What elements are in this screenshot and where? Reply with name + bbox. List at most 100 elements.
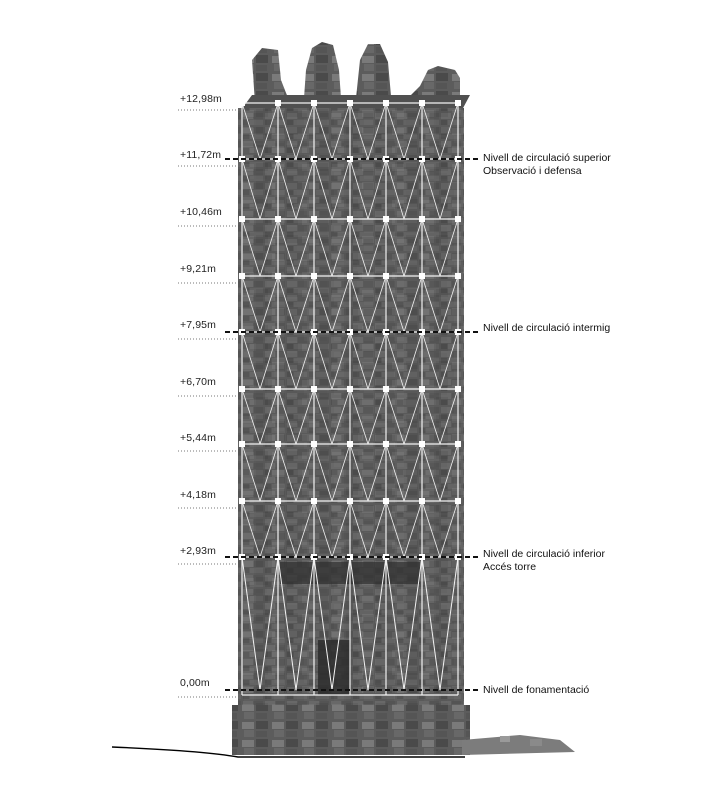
scaffold-brace-long xyxy=(367,556,387,691)
scaffold-brace xyxy=(349,331,369,390)
scaffold-brace xyxy=(385,102,405,160)
scaffold-brace xyxy=(349,158,369,220)
scaffold-brace xyxy=(259,158,279,220)
scaffold-node xyxy=(347,100,353,106)
scaffold-node xyxy=(347,273,353,279)
scaffold-brace xyxy=(295,443,315,502)
scaffold-brace xyxy=(349,388,369,445)
scaffold-brace xyxy=(385,331,405,390)
tower-wall xyxy=(232,42,575,755)
scaffold-node xyxy=(347,386,353,392)
scaffold-brace xyxy=(367,218,387,277)
elevation-label-7-95: +7,95m xyxy=(180,319,216,331)
scaffold-brace xyxy=(295,388,315,445)
scaffold-brace xyxy=(421,102,441,160)
scaffold-brace xyxy=(439,102,459,160)
scaffold-brace xyxy=(277,500,297,558)
scaffold-brace xyxy=(259,102,279,160)
scaffold-brace xyxy=(403,500,423,558)
rubble xyxy=(462,735,575,755)
scaffold-brace xyxy=(421,388,441,445)
scaffold-brace xyxy=(367,331,387,390)
scaffold-brace xyxy=(295,102,315,160)
ground-line xyxy=(111,746,465,758)
scaffold-brace xyxy=(313,275,333,333)
scaffold-brace xyxy=(277,331,297,390)
scaffold-brace xyxy=(259,331,279,390)
scaffold-brace-long xyxy=(277,556,297,691)
annotation-middle-level: Nivell de circulació intermig xyxy=(483,322,610,335)
scaffold-brace-long xyxy=(241,556,261,691)
scaffold-brace xyxy=(403,388,423,445)
scaffold-brace xyxy=(439,218,459,277)
scaffold-node xyxy=(311,273,317,279)
scaffold-brace xyxy=(313,102,333,160)
scaffold-brace xyxy=(313,500,333,558)
scaffold-brace xyxy=(385,218,405,277)
scaffold-node xyxy=(275,216,281,222)
scaffold-brace xyxy=(403,102,423,160)
scaffold-brace xyxy=(241,443,261,502)
scaffold-node xyxy=(455,498,461,504)
scaffold-brace xyxy=(295,500,315,558)
scaffold-node xyxy=(455,273,461,279)
scaffold-node xyxy=(239,216,245,222)
scaffold-brace xyxy=(439,388,459,445)
scaffold-brace xyxy=(313,218,333,277)
scaffold-node xyxy=(311,498,317,504)
scaffold-brace-long xyxy=(313,556,333,691)
scaffold-brace-long xyxy=(421,556,441,691)
scaffold-brace xyxy=(421,443,441,502)
scaffold-node xyxy=(383,498,389,504)
annotation-lower-level: Nivell de circulació inferior Accés torr… xyxy=(483,548,605,574)
scaffold-node xyxy=(239,100,245,106)
scaffold-node xyxy=(419,441,425,447)
scaffold-brace xyxy=(331,275,351,333)
elevation-label-0-00: 0,00m xyxy=(180,677,210,689)
annotation-upper-level: Nivell de circulació superior Observació… xyxy=(483,152,611,178)
scaffold-brace xyxy=(241,388,261,445)
scaffold-brace xyxy=(439,500,459,558)
scaffold-node xyxy=(275,498,281,504)
scaffold-brace xyxy=(295,331,315,390)
scaffold-brace xyxy=(421,158,441,220)
scaffold-brace xyxy=(403,158,423,220)
scaffold-brace xyxy=(331,388,351,445)
scaffold-brace-long xyxy=(331,556,351,691)
scaffold-node xyxy=(419,386,425,392)
scaffold-brace xyxy=(259,388,279,445)
scaffold-node xyxy=(311,386,317,392)
scaffold-node xyxy=(239,498,245,504)
elevation-label-11-72: +11,72m xyxy=(180,149,222,161)
scaffold-brace xyxy=(241,331,261,390)
scaffold-node xyxy=(383,273,389,279)
scaffold-brace xyxy=(367,102,387,160)
scaffold-brace xyxy=(331,158,351,220)
scaffold-brace xyxy=(367,158,387,220)
scaffold-brace-long xyxy=(349,556,369,691)
scaffold-brace xyxy=(385,443,405,502)
scaffold-brace xyxy=(331,443,351,502)
scaffold-brace xyxy=(277,275,297,333)
scaffold-node xyxy=(419,216,425,222)
scaffold-brace xyxy=(259,275,279,333)
scaffold-brace xyxy=(349,102,369,160)
elevation-label-4-18: +4,18m xyxy=(180,489,216,501)
scaffold-brace xyxy=(313,331,333,390)
scaffold-brace xyxy=(277,218,297,277)
scaffold-node xyxy=(275,100,281,106)
scaffold-node xyxy=(275,441,281,447)
scaffold-brace-long xyxy=(259,556,279,691)
scaffold-brace xyxy=(295,158,315,220)
scaffold-node xyxy=(383,386,389,392)
scaffold-node xyxy=(311,216,317,222)
scaffold-node xyxy=(419,498,425,504)
scaffold-brace xyxy=(331,218,351,277)
scaffold-node xyxy=(383,441,389,447)
scaffold-brace xyxy=(385,500,405,558)
elevation-label-10-46: +10,46m xyxy=(180,206,222,218)
scaffold-brace-long xyxy=(385,556,405,691)
scaffold-brace xyxy=(367,443,387,502)
scaffold-brace-long xyxy=(295,556,315,691)
scaffold-brace xyxy=(241,500,261,558)
